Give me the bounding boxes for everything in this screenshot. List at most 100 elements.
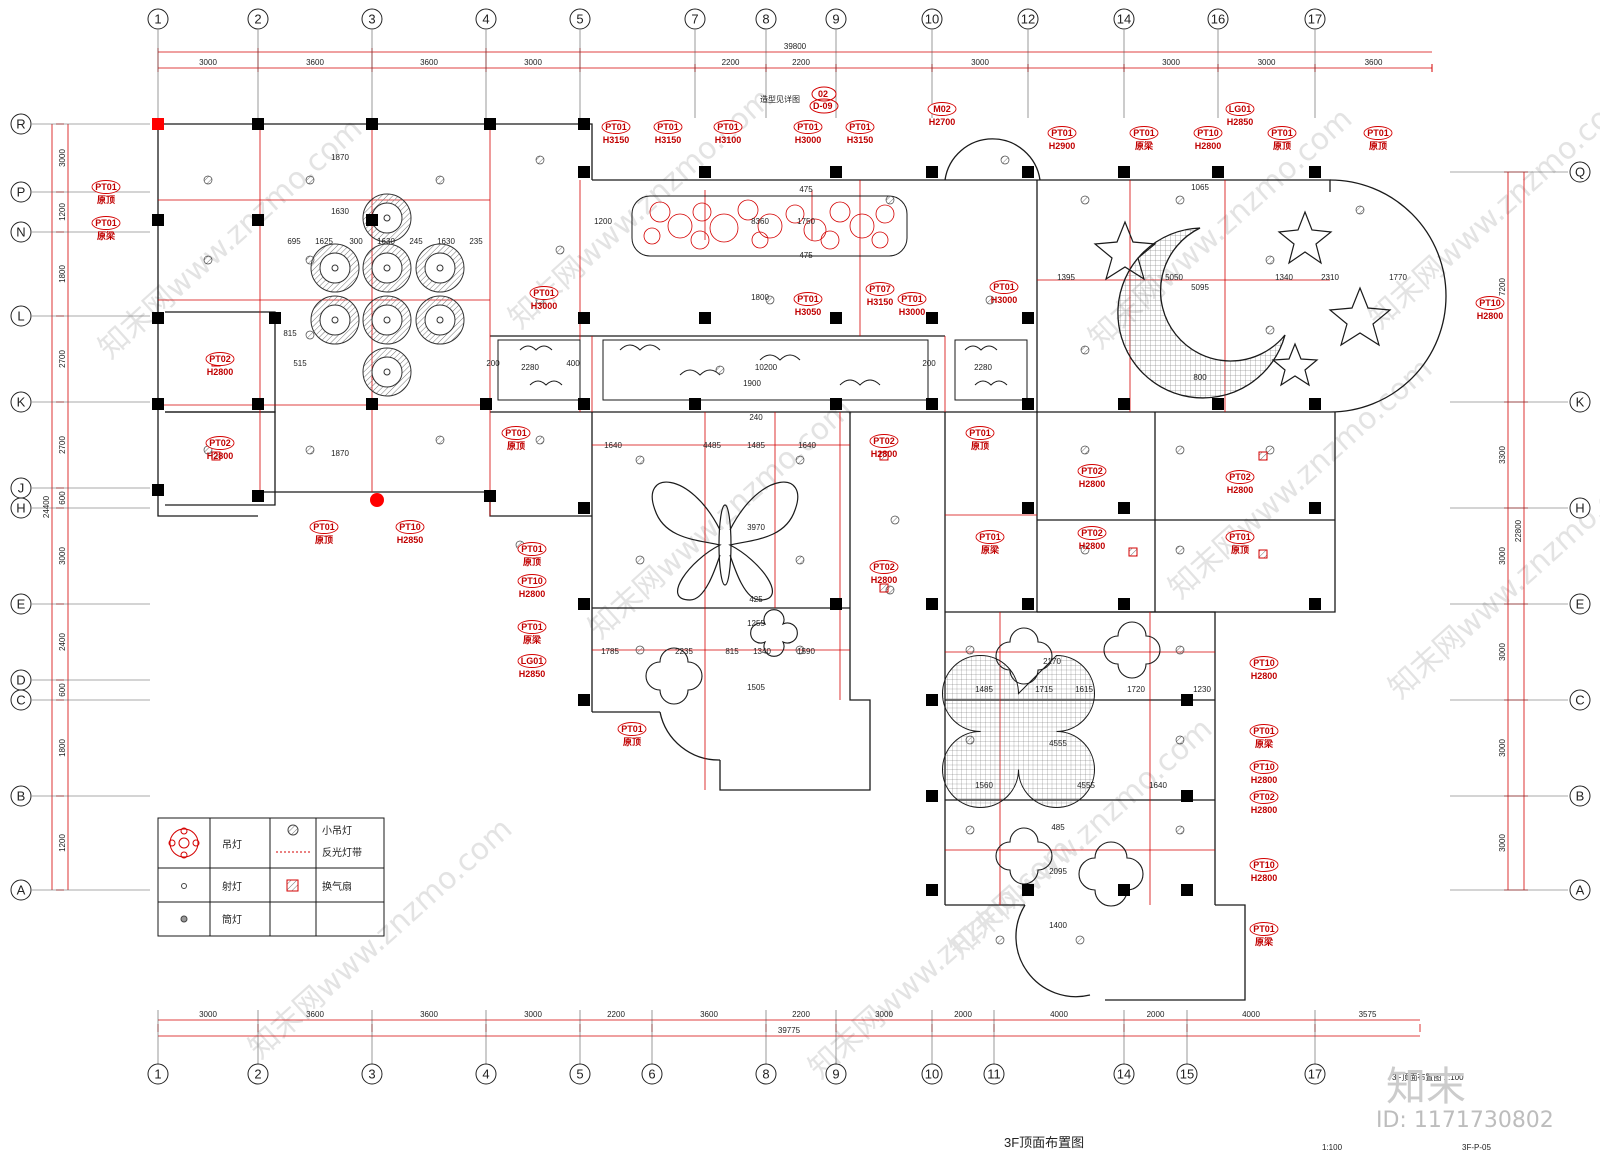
dim-value: 4000 xyxy=(1242,1010,1260,1019)
callout-note: 原顶 xyxy=(507,441,525,451)
bubble-circle xyxy=(690,230,710,250)
axis-bottom-0: 1 xyxy=(154,1067,161,1082)
dim-value: 3600 xyxy=(420,58,438,67)
dim-value: 3000 xyxy=(875,1010,893,1019)
axis-bottom-1: 2 xyxy=(254,1067,261,1082)
callout-oval xyxy=(1267,126,1297,140)
callout-note: H3000 xyxy=(991,295,1018,305)
downlight xyxy=(1075,935,1085,945)
axis-left-3-circle xyxy=(10,305,32,327)
axis-left-6: H xyxy=(16,501,25,516)
detail-ref-sheet: D-09 xyxy=(813,101,833,111)
axis-left-11-circle xyxy=(10,879,32,901)
axis-top-12: 17 xyxy=(1308,12,1322,27)
column xyxy=(578,312,590,324)
axis-top-3-circle xyxy=(475,8,497,30)
axis-top-9-circle xyxy=(1017,8,1039,30)
column xyxy=(1118,502,1130,514)
column xyxy=(1181,884,1193,896)
callout-note: H2800 xyxy=(1079,479,1106,489)
callout-note: H3100 xyxy=(715,135,742,145)
dim-total: 24400 xyxy=(42,495,51,518)
callout-code: PT07 xyxy=(869,284,891,294)
inner-dim: 4555 xyxy=(1049,739,1067,748)
downlight-icon xyxy=(180,915,188,923)
inner-dim: 1715 xyxy=(1035,685,1053,694)
cloud-ceiling-strips xyxy=(497,195,1028,401)
column xyxy=(1022,502,1034,514)
column xyxy=(1022,166,1034,178)
exhaust-fan xyxy=(211,451,221,461)
dim-value: 3000 xyxy=(199,58,217,67)
downlight xyxy=(305,175,315,185)
inner-dim: 1200 xyxy=(594,217,612,226)
column xyxy=(1309,598,1321,610)
inner-dim: 2235 xyxy=(675,647,693,656)
axis-left-3: L xyxy=(17,309,24,324)
inner-dim: 1400 xyxy=(1049,921,1067,930)
downlight xyxy=(795,455,805,465)
ring-light-center xyxy=(436,264,444,272)
downlight xyxy=(995,935,1005,945)
callout-code: M02 xyxy=(933,104,951,114)
callout-note: H2900 xyxy=(1049,141,1076,151)
dim-value: 3000 xyxy=(1498,547,1507,565)
axis-bottom-6-circle xyxy=(755,1063,777,1085)
callout-code: PT01 xyxy=(1051,128,1073,138)
inner-dim: 1485 xyxy=(975,685,993,694)
column xyxy=(578,694,590,706)
column xyxy=(480,398,492,410)
dim-value: 2200 xyxy=(607,1010,625,1019)
callout-code: PT01 xyxy=(505,428,527,438)
ring-light-center xyxy=(383,264,391,272)
column xyxy=(1022,598,1034,610)
bubble-circle xyxy=(709,213,739,243)
inner-dim: 1870 xyxy=(331,449,349,458)
axis-top-10-circle xyxy=(1113,8,1135,30)
inner-dim: 815 xyxy=(283,329,297,338)
ring-light-inner xyxy=(424,252,456,284)
inner-dim: 1625 xyxy=(315,237,333,246)
callout-code: PT01 xyxy=(521,622,543,632)
column xyxy=(252,118,264,130)
column xyxy=(252,398,264,410)
dim-value: 3600 xyxy=(1365,58,1383,67)
callout-oval xyxy=(517,574,547,588)
axis-top-6: 8 xyxy=(762,12,769,27)
brand-mark: 知末 xyxy=(1386,1064,1466,1110)
callout-code: LG01 xyxy=(1229,104,1252,114)
ring-ceiling-lights xyxy=(310,193,465,397)
downlight xyxy=(965,825,975,835)
column xyxy=(578,598,590,610)
downlight xyxy=(203,255,213,265)
axis-bottom-3-circle xyxy=(475,1063,497,1085)
ring-light-center xyxy=(383,368,391,376)
callout-note: H2800 xyxy=(1251,873,1278,883)
callout-note: H2800 xyxy=(871,575,898,585)
axis-top-7-circle xyxy=(825,8,847,30)
downlight xyxy=(535,155,545,165)
column xyxy=(699,312,711,324)
inner-dim: 2170 xyxy=(1043,657,1061,666)
axis-right-5-circle xyxy=(1569,785,1591,807)
downlight xyxy=(795,645,805,655)
axis-bottom-11: 15 xyxy=(1180,1067,1194,1082)
exhaust-fan xyxy=(1128,547,1138,557)
callout-note: H2800 xyxy=(871,449,898,459)
marker-red-circle xyxy=(370,493,384,507)
downlight xyxy=(1175,195,1185,205)
callout-oval xyxy=(845,120,875,134)
dim-total: 39800 xyxy=(784,42,807,51)
exhaust-fan xyxy=(1258,549,1268,559)
inner-dim: 515 xyxy=(293,359,307,368)
drawing-title: 3F顶面布置图 xyxy=(1004,1135,1084,1150)
dim-value: 3000 xyxy=(1162,58,1180,67)
callout-code: PT01 xyxy=(1367,128,1389,138)
column xyxy=(926,312,938,324)
column xyxy=(1118,598,1130,610)
downlight xyxy=(1080,445,1090,455)
inner-dim: 1640 xyxy=(798,441,816,450)
callout-note: H2850 xyxy=(397,535,424,545)
callout-code: PT01 xyxy=(1253,924,1275,934)
inner-dim: 1560 xyxy=(975,781,993,790)
